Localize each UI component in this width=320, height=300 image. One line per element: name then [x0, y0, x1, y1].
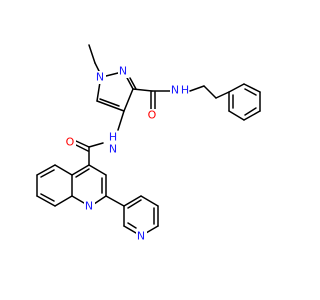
- bond: [88, 44, 96, 64]
- bond: [71, 164, 90, 176]
- atom-pyridine-n: N: [137, 230, 145, 243]
- bond: [105, 195, 125, 207]
- bond: [75, 140, 90, 148]
- atom-labels: N N O N H N H O N N: [65, 65, 189, 243]
- bond: [96, 100, 125, 112]
- atom-quinoline-n: N: [85, 200, 93, 213]
- bond: [88, 142, 104, 148]
- bond: [123, 225, 137, 234]
- bond: [88, 164, 107, 176]
- bond: [243, 83, 261, 93]
- bond: [189, 85, 205, 92]
- atom-n1: N: [96, 71, 104, 84]
- bond: [36, 164, 56, 176]
- bonds: [36, 44, 261, 234]
- bond: [244, 107, 257, 116]
- bond: [127, 222, 137, 229]
- bond: [203, 85, 217, 99]
- bond: [244, 88, 257, 96]
- bond: [93, 195, 107, 205]
- bond: [243, 110, 261, 121]
- bond: [71, 195, 85, 204]
- bond: [129, 77, 137, 90]
- bond: [40, 193, 55, 202]
- atom-amide1-n: N: [171, 84, 179, 97]
- atom-amide2-o: O: [66, 136, 75, 149]
- bond: [123, 88, 134, 112]
- atom-amide2-h: H: [109, 131, 117, 144]
- bond: [99, 98, 120, 107]
- bond: [123, 195, 142, 207]
- structure-drawing: N N O N H N H O N N: [36, 44, 261, 243]
- bond: [75, 144, 89, 152]
- bond: [127, 199, 142, 209]
- bond: [96, 81, 101, 102]
- atom-amide1-h: H: [181, 84, 189, 97]
- bond: [117, 110, 125, 131]
- bond: [54, 195, 73, 207]
- molecule-canvas: N N O N H N H O N N: [36, 44, 261, 243]
- bond: [75, 168, 90, 178]
- bond: [132, 88, 153, 92]
- bond: [145, 225, 159, 234]
- atom-amide1-o: O: [148, 109, 157, 122]
- bond: [54, 164, 73, 176]
- bond: [36, 195, 56, 207]
- bond: [215, 91, 230, 99]
- bond: [40, 169, 55, 178]
- atom-n2: N: [119, 65, 127, 78]
- bond: [228, 83, 245, 93]
- atom-amide2-n: N: [109, 143, 117, 156]
- bond: [140, 195, 159, 207]
- bond: [228, 110, 245, 121]
